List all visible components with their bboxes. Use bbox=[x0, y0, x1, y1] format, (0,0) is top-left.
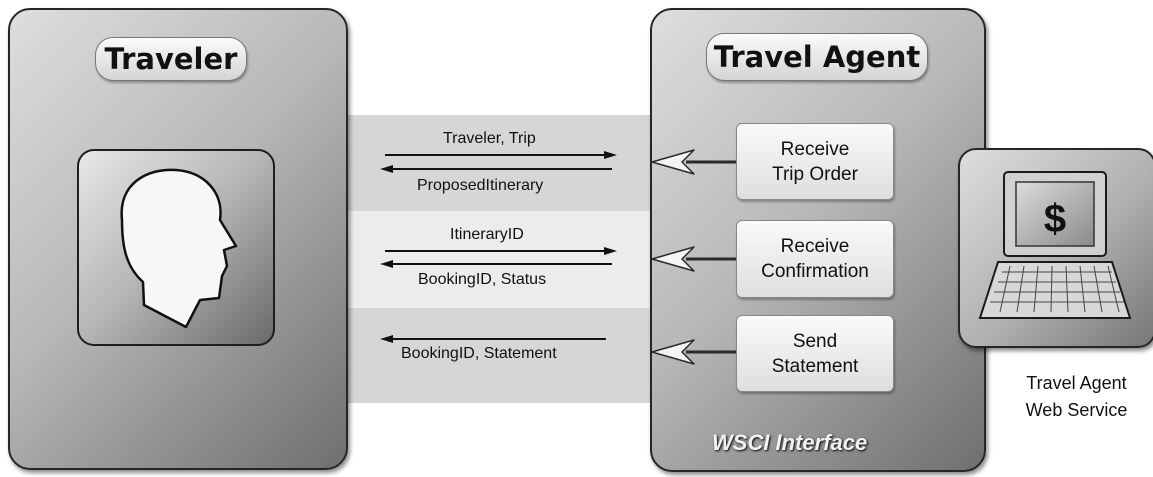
web-service-caption: Travel Agent Web Service bbox=[1000, 370, 1153, 424]
operation-label-line1: Send bbox=[792, 330, 838, 352]
message-arrows bbox=[380, 151, 617, 343]
web-service-caption-line1: Travel Agent bbox=[1026, 373, 1127, 393]
operation-label-line1: Receive bbox=[780, 236, 850, 257]
operation-connectors bbox=[651, 149, 736, 365]
travel-agent-title: Travel Agent bbox=[706, 33, 928, 81]
operation-label-line2: Statement bbox=[771, 355, 859, 377]
message-band-trip bbox=[344, 115, 650, 211]
message-band-statement bbox=[344, 308, 650, 403]
dollar-symbol: $ bbox=[1044, 197, 1066, 241]
operation-label-line1: Receive bbox=[780, 138, 850, 160]
operation-label-line2: Confirmation bbox=[761, 261, 869, 282]
message-band-confirmation bbox=[344, 211, 650, 308]
travel-agent-panel bbox=[650, 8, 986, 472]
message-label-booking-status: BookingID, Status bbox=[418, 271, 547, 288]
operation-label-line2: Trip Order bbox=[772, 163, 858, 185]
message-label-itinerary-id: ItineraryID bbox=[450, 226, 524, 243]
head-silhouette-icon bbox=[77, 149, 275, 346]
web-service-caption-line2: Web Service bbox=[1025, 400, 1128, 420]
traveler-panel bbox=[8, 8, 348, 470]
message-label-traveler-trip: Traveler, Trip bbox=[443, 130, 536, 147]
operation-send-statement: Send Statement bbox=[736, 315, 894, 392]
wsci-interface-label: WSCI Interface bbox=[712, 430, 868, 455]
operation-receive-trip-order: Receive Trip Order bbox=[736, 123, 894, 200]
message-label-booking-statement: BookingID, Statement bbox=[401, 345, 557, 362]
operation-receive-confirmation: Receive Confirmation bbox=[736, 220, 894, 298]
traveler-title: Traveler bbox=[95, 37, 247, 81]
message-label-proposed-itinerary: ProposedItinerary bbox=[417, 177, 544, 194]
